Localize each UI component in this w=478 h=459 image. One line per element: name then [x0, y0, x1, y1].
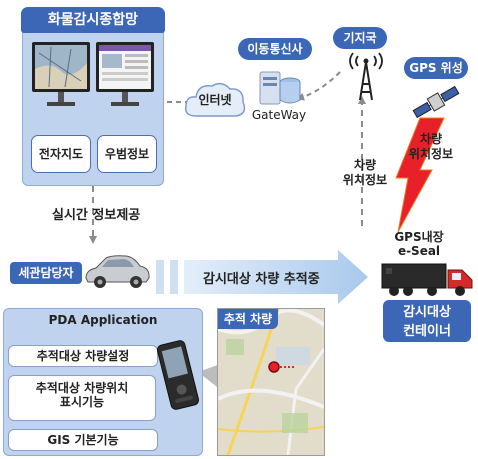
satellite-icon [412, 85, 460, 119]
gateway-label: GateWay [251, 108, 307, 122]
lightning-bolt [395, 117, 445, 233]
realtime-info-label: 실시간 정보제공 [52, 208, 141, 223]
car-icon [85, 255, 150, 288]
tracking-map-image [218, 309, 324, 455]
carrier-label: 이동통신사 [238, 38, 312, 60]
map-screen-icon [32, 42, 90, 106]
officer-label: 세관담당자 [10, 262, 82, 284]
electronic-map-box: 전자지도 [31, 135, 91, 173]
eseal-label: GPS내장 e-Seal [394, 230, 444, 258]
pda-item-location-display: 추적대상 차량위치 표시기능 [8, 375, 156, 421]
base-station-label: 기지국 [333, 27, 387, 49]
internet-cloud-icon [184, 82, 246, 117]
container-label: 감시대상 컨테이너 [383, 300, 471, 342]
monitoring-network-title: 화물감시종합망 [21, 7, 165, 33]
vehicle-location-text-1: 차량 위치정보 [342, 158, 388, 187]
pda-application-title: PDA Application [48, 313, 158, 327]
arrow-basestation-to-gateway [296, 71, 341, 101]
tracking-band-arrow [156, 250, 368, 304]
gps-satellite-label: GPS 위성 [404, 57, 468, 79]
truck-icon [381, 263, 473, 296]
tracking-vehicle-label: 추적 차량 [218, 309, 278, 329]
antenna-tower-icon [349, 52, 383, 101]
tracking-status-label: 감시대상 차량 추적중 [203, 272, 320, 287]
monitoring-network-panel: 화물감시종합망 전자지도 우범정보 [21, 7, 165, 186]
pda-device-icon [156, 340, 200, 410]
server-icon [259, 71, 301, 105]
internet-label: 인터넷 [198, 93, 232, 107]
info-screen-icon [96, 42, 154, 106]
vehicle-location-text-2: 차량 위치정보 [408, 132, 454, 161]
pda-item-gis-basic: GIS 기본기능 [8, 429, 158, 451]
tracking-map-panel: 추적 차량 [217, 308, 325, 456]
pda-item-vehicle-setting: 추적대상 차량설정 [8, 345, 158, 367]
risk-info-box: 우범정보 [97, 135, 157, 173]
